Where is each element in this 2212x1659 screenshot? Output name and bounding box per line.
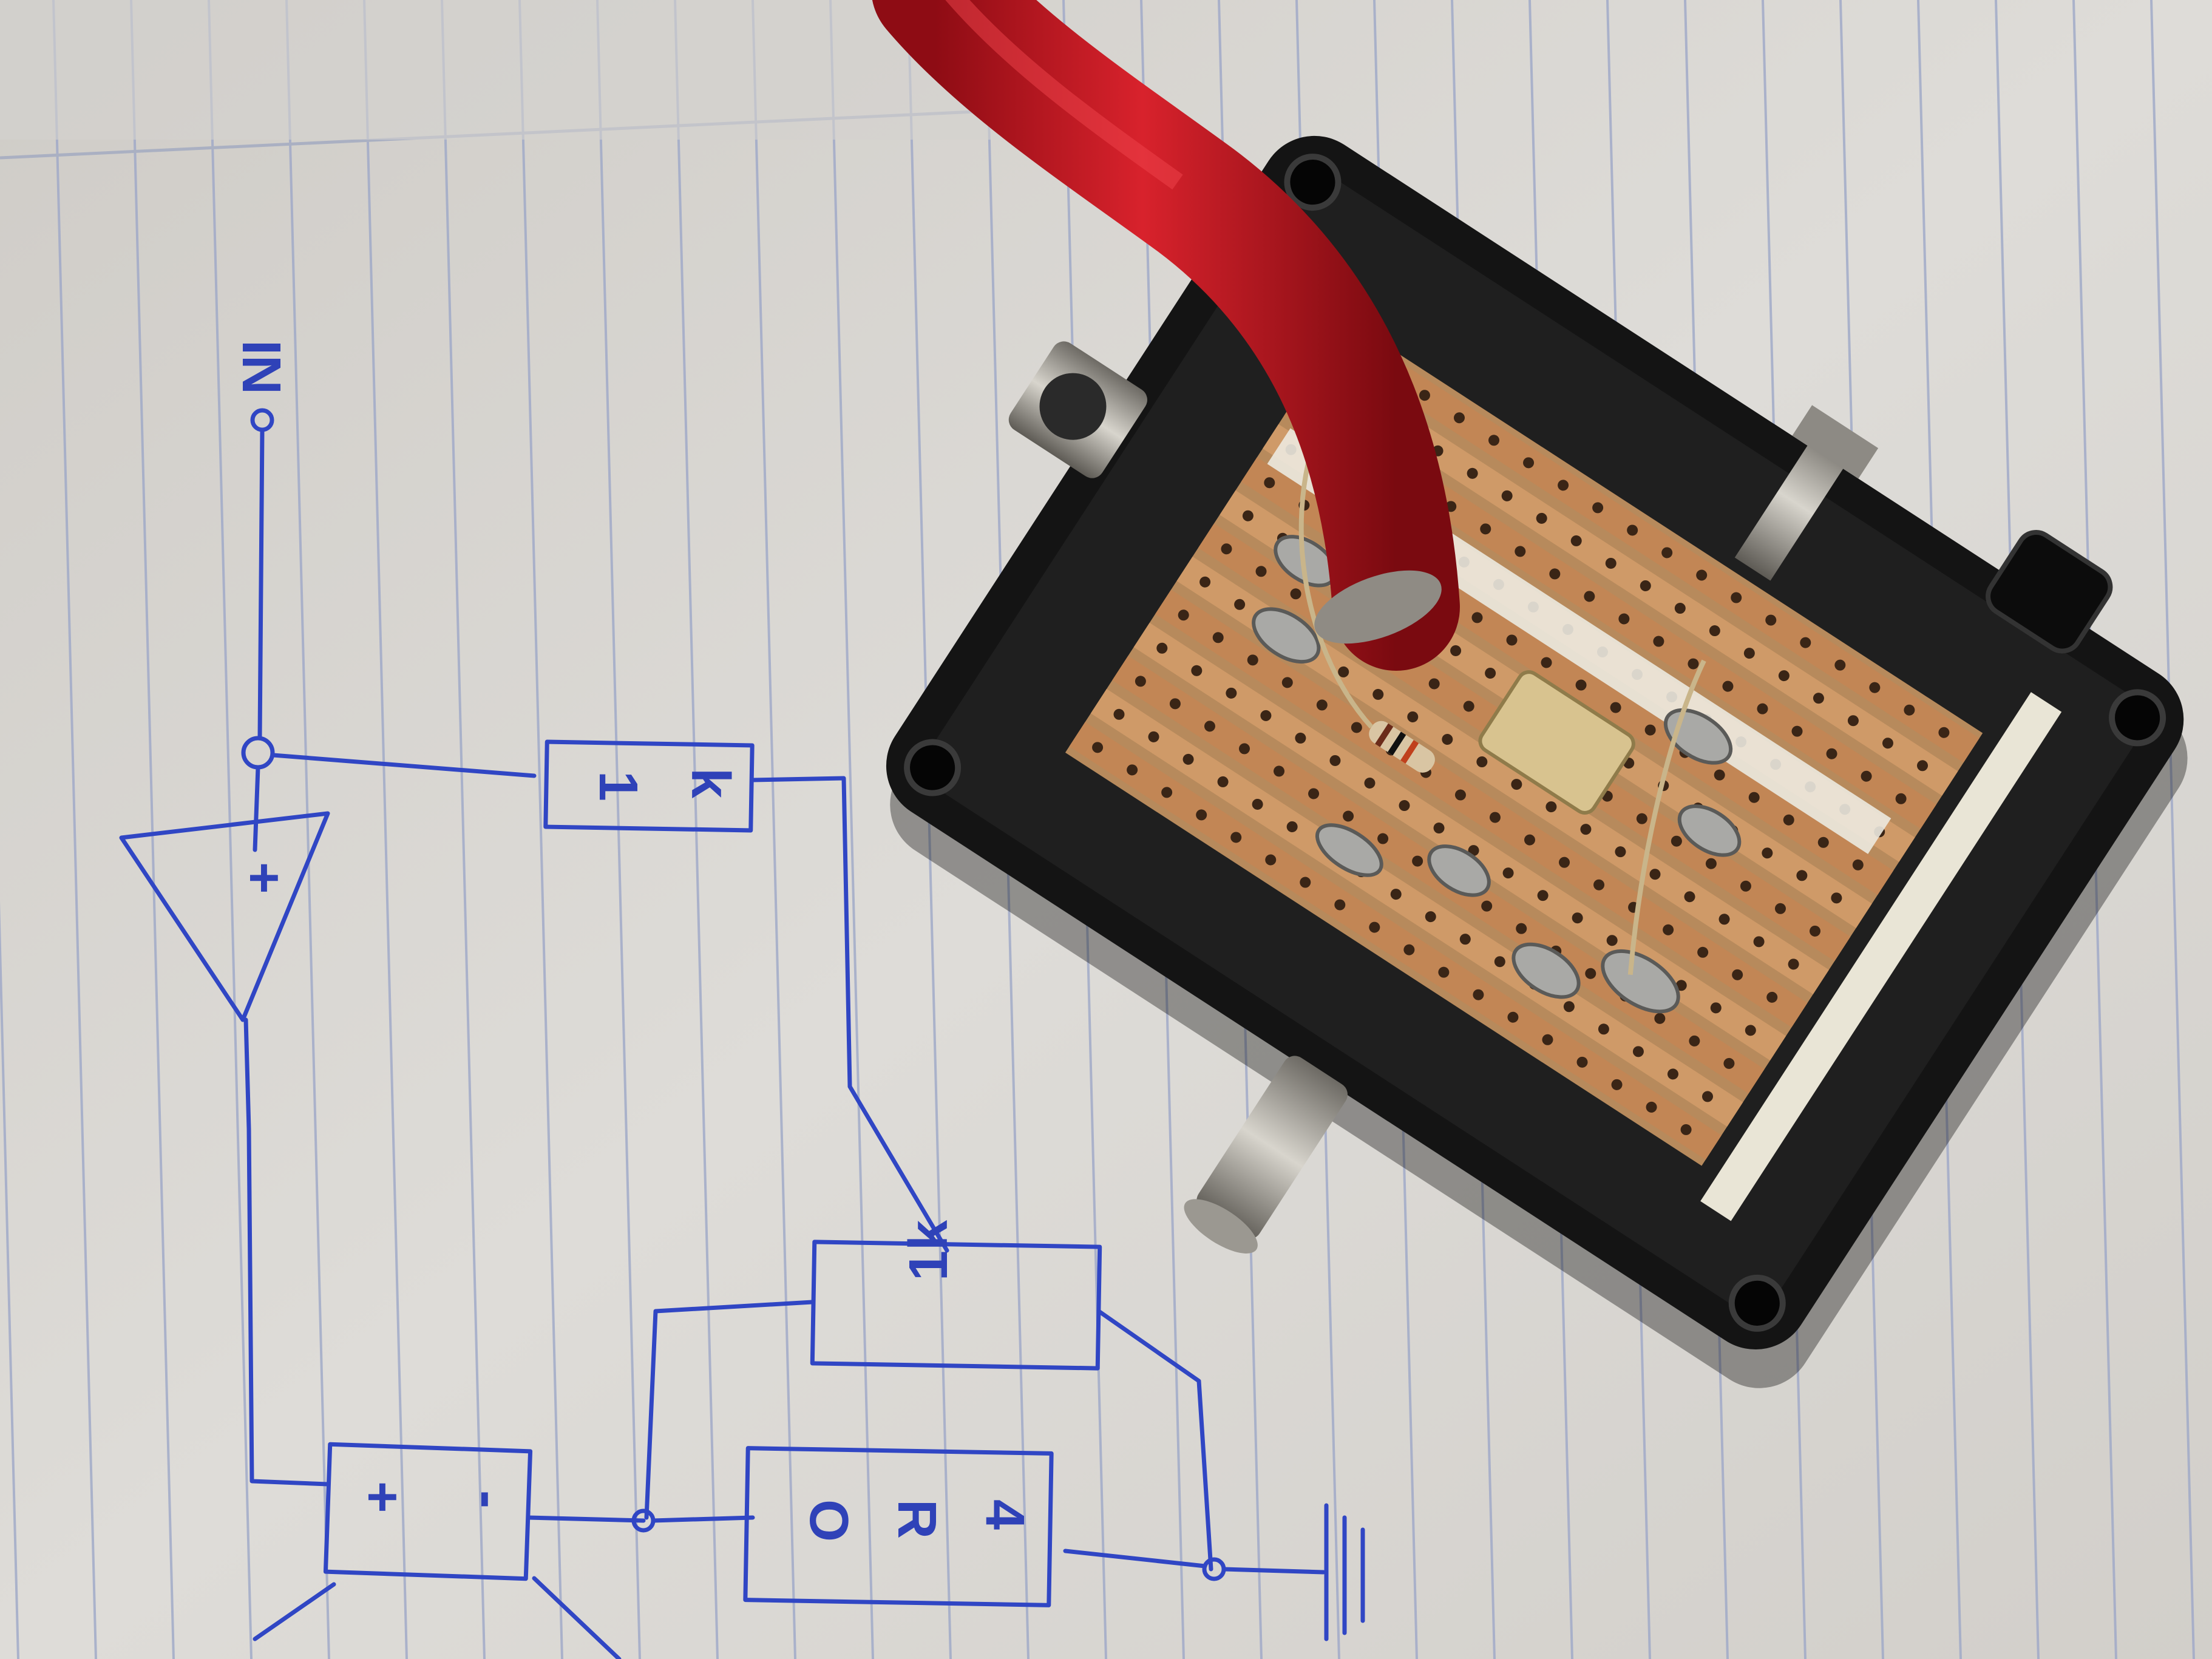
ground-symbol bbox=[1324, 1503, 1365, 1641]
hand-drawn-schematic: IN + 1 k 1k + - O R 4 bbox=[119, 340, 1365, 1659]
enclosure-screw-holes bbox=[904, 154, 2166, 1332]
wire-input-down bbox=[257, 427, 265, 740]
module-box bbox=[743, 1446, 1054, 1607]
wire-battery-out bbox=[526, 1515, 646, 1523]
board-edge-guide bbox=[1700, 692, 2062, 1221]
wire-module-right bbox=[1063, 1549, 1207, 1569]
wire-junction-down bbox=[253, 765, 260, 852]
resistor-on-board bbox=[1369, 721, 1435, 773]
wire-to-module bbox=[651, 1515, 755, 1523]
battery-plus: + bbox=[352, 1481, 413, 1513]
wire-battery-lower-left bbox=[253, 1582, 336, 1641]
wire-op-amp-out bbox=[243, 1017, 330, 1487]
cable-end-braid bbox=[1314, 570, 1442, 644]
wire-to-resistor-1k bbox=[271, 753, 537, 778]
module-letter-2: R bbox=[886, 1499, 947, 1539]
op-amp-plus-sign: + bbox=[234, 862, 294, 894]
mounting-bolt bbox=[1734, 405, 1879, 581]
banana-plug bbox=[1184, 1056, 1348, 1254]
battery-symbol bbox=[323, 1442, 533, 1581]
resistor-top-unit: k bbox=[680, 768, 741, 799]
wire-resistor-middle-left bbox=[644, 1300, 815, 1520]
op-amp-symbol bbox=[119, 811, 330, 1022]
module-letter-3: 4 bbox=[974, 1499, 1035, 1530]
module-letter-1: O bbox=[798, 1499, 859, 1542]
wire-to-ground bbox=[1221, 1567, 1326, 1575]
resistor-top bbox=[543, 739, 755, 833]
wire-resistor-right bbox=[750, 776, 949, 1253]
paper-top-strip bbox=[0, 0, 1032, 140]
battery-minus: - bbox=[458, 1490, 519, 1508]
wire-battery-lower-right bbox=[532, 1576, 622, 1659]
input-label: IN bbox=[231, 340, 291, 395]
dc-jack bbox=[1986, 530, 2113, 654]
resistor-top-digit: 1 bbox=[588, 771, 648, 801]
capacitor bbox=[1478, 670, 1635, 815]
resistor-middle-label: 1k bbox=[898, 1220, 959, 1281]
rca-jack bbox=[1008, 341, 1147, 478]
wire-resistor-middle-right bbox=[1096, 1309, 1213, 1572]
